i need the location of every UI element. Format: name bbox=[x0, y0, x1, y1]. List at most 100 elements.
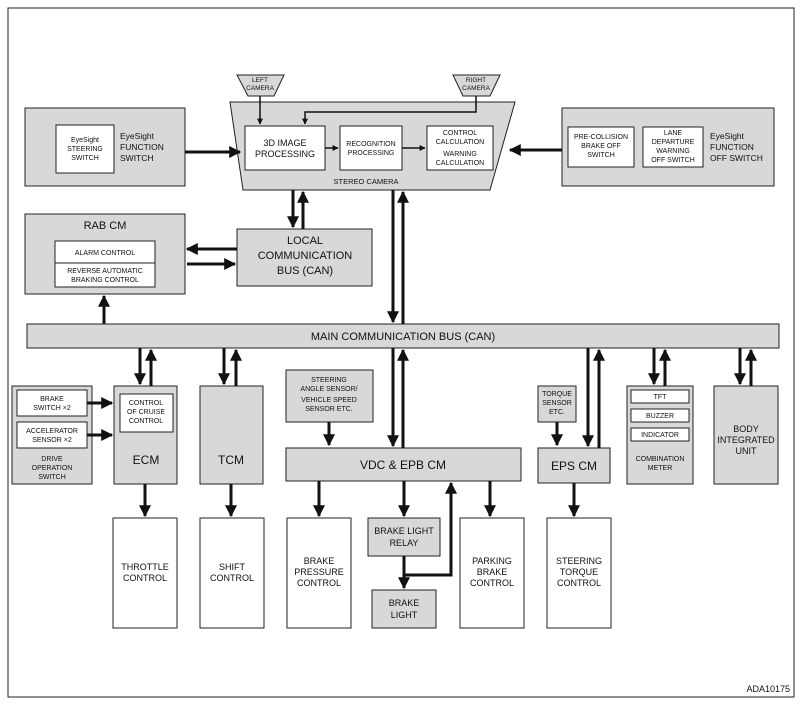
svg-text:RELAY: RELAY bbox=[390, 538, 419, 548]
indicator bbox=[630, 427, 690, 442]
svg-text:CONTROL: CONTROL bbox=[470, 578, 514, 588]
svg-text:INTEGRATED: INTEGRATED bbox=[717, 435, 775, 445]
brake-pressure-control: BRAKE PRESSURE CONTROL bbox=[286, 517, 352, 629]
svg-text:VEHICLE SPEED: VEHICLE SPEED bbox=[301, 397, 357, 404]
parking-brake-control: PARKING BRAKE CONTROL bbox=[459, 517, 525, 629]
3d-image-processing bbox=[244, 125, 326, 171]
svg-text:ACCELERATOR: ACCELERATOR bbox=[26, 428, 78, 435]
right-camera bbox=[452, 74, 501, 97]
svg-text:SWITCH: SWITCH bbox=[38, 474, 66, 481]
svg-text:LANE: LANE bbox=[664, 130, 683, 137]
svg-text:LIGHT: LIGHT bbox=[391, 610, 418, 620]
svg-text:TORQUE: TORQUE bbox=[560, 567, 598, 577]
svg-text:SWITCH: SWITCH bbox=[120, 153, 154, 163]
svg-text:LOCAL: LOCAL bbox=[287, 235, 323, 247]
buzzer bbox=[630, 408, 690, 423]
svg-text:OFF SWITCH: OFF SWITCH bbox=[651, 157, 695, 164]
svg-text:UNIT: UNIT bbox=[736, 446, 757, 456]
combination-meter: TFT BUZZER INDICATOR COMBINATION METER bbox=[626, 385, 694, 485]
svg-text:CONTROL: CONTROL bbox=[557, 578, 601, 588]
svg-text:BUS (CAN): BUS (CAN) bbox=[277, 265, 333, 277]
svg-text:EyeSight: EyeSight bbox=[71, 137, 99, 144]
svg-text:SWITCH: SWITCH bbox=[71, 155, 99, 162]
main-communication-bus: MAIN COMMUNICATION BUS (CAN) bbox=[26, 323, 780, 349]
svg-text:RECOGNITION: RECOGNITION bbox=[346, 141, 395, 148]
svg-text:SENSOR: SENSOR bbox=[542, 400, 572, 407]
svg-text:STEERING: STEERING bbox=[67, 146, 103, 153]
svg-text:PROCESSING: PROCESSING bbox=[255, 149, 315, 159]
lane-departure-warning-off-switch bbox=[642, 126, 704, 168]
svg-text:COMBINATION: COMBINATION bbox=[636, 456, 685, 463]
svg-text:CAMERA: CAMERA bbox=[462, 85, 490, 92]
svg-text:METER: METER bbox=[648, 465, 673, 472]
svg-text:OPERATION: OPERATION bbox=[32, 465, 73, 472]
svg-text:CONTROL: CONTROL bbox=[129, 418, 163, 425]
svg-text:BRAKE OFF: BRAKE OFF bbox=[581, 143, 621, 150]
svg-text:INDICATOR: INDICATOR bbox=[641, 432, 679, 439]
tcm: TCM bbox=[199, 385, 264, 485]
svg-text:BRAKE: BRAKE bbox=[389, 598, 420, 608]
torque-sensor: TORQUE SENSOR ETC. bbox=[537, 385, 577, 423]
svg-text:VDC & EPB CM: VDC & EPB CM bbox=[360, 458, 446, 472]
svg-text:CALCULATION: CALCULATION bbox=[436, 139, 485, 146]
svg-text:SWITCH: SWITCH bbox=[587, 152, 615, 159]
svg-text:FUNCTION: FUNCTION bbox=[120, 142, 164, 152]
svg-text:EPS CM: EPS CM bbox=[551, 459, 597, 473]
svg-text:DRIVE: DRIVE bbox=[41, 456, 63, 463]
svg-text:CAMERA: CAMERA bbox=[246, 85, 274, 92]
svg-text:BRAKE: BRAKE bbox=[477, 567, 508, 577]
svg-text:FUNCTION: FUNCTION bbox=[710, 142, 754, 152]
stereo-camera-title: STEREO CAMERA bbox=[333, 177, 398, 186]
svg-text:EyeSight: EyeSight bbox=[120, 131, 155, 141]
brake-light: BRAKE LIGHT bbox=[371, 589, 437, 629]
svg-text:TORQUE: TORQUE bbox=[542, 391, 572, 398]
shift-control: SHIFT CONTROL bbox=[199, 517, 265, 629]
svg-text:PRE-COLLISION: PRE-COLLISION bbox=[574, 134, 628, 141]
eyesight-function-switch: EyeSight STEERING SWITCH EyeSight FUNCTI… bbox=[24, 107, 186, 187]
steering-torque-control: STEERING TORQUE CONTROL bbox=[546, 517, 612, 629]
svg-text:THROTTLE: THROTTLE bbox=[121, 562, 169, 572]
svg-text:ETC.: ETC. bbox=[549, 409, 565, 416]
svg-text:WARNING: WARNING bbox=[443, 151, 477, 158]
svg-text:DEPARTURE: DEPARTURE bbox=[652, 139, 695, 146]
svg-text:SHIFT: SHIFT bbox=[219, 562, 246, 572]
figure-id: ADA10175 bbox=[746, 684, 790, 694]
brake-switch bbox=[16, 389, 88, 417]
svg-text:COMMUNICATION: COMMUNICATION bbox=[258, 250, 353, 262]
svg-text:TCM: TCM bbox=[218, 453, 244, 467]
svg-text:CALCULATION: CALCULATION bbox=[436, 160, 485, 167]
control-calculation bbox=[426, 125, 494, 171]
svg-text:ANGLE SENSOR/: ANGLE SENSOR/ bbox=[300, 386, 357, 393]
svg-text:LEFT: LEFT bbox=[252, 77, 268, 84]
svg-text:REVERSE AUTOMATIC: REVERSE AUTOMATIC bbox=[67, 268, 143, 275]
svg-text:3D IMAGE: 3D IMAGE bbox=[263, 138, 306, 148]
rab-cm: RAB CM ALARM CONTROL REVERSE AUTOMATIC B… bbox=[24, 213, 186, 295]
alarm-control: ALARM CONTROL bbox=[75, 250, 135, 257]
pre-collision-brake-off-switch bbox=[567, 126, 635, 168]
local-communication-bus: LOCAL COMMUNICATION BUS (CAN) bbox=[236, 228, 373, 287]
eyesight-function-off-switch: PRE-COLLISION BRAKE OFF SWITCH LANE DEPA… bbox=[561, 107, 775, 187]
svg-text:OFF SWITCH: OFF SWITCH bbox=[710, 153, 763, 163]
drive-operation-switch: BRAKE SWITCH ×2 ACCELERATOR SENSOR ×2 DR… bbox=[11, 385, 93, 485]
svg-text:STEERING: STEERING bbox=[311, 377, 347, 384]
throttle-control: THROTTLE CONTROL bbox=[112, 517, 178, 629]
eps-cm: EPS CM bbox=[537, 447, 611, 484]
svg-text:BRAKING CONTROL: BRAKING CONTROL bbox=[71, 277, 139, 284]
svg-text:BRAKE LIGHT: BRAKE LIGHT bbox=[374, 526, 434, 536]
svg-text:RAB CM: RAB CM bbox=[84, 220, 127, 232]
eyesight-steering-switch bbox=[55, 124, 115, 174]
vdc-epb-cm: VDC & EPB CM bbox=[285, 447, 522, 482]
ecm: CONTROL OF CRUISE CONTROL ECM bbox=[113, 385, 178, 485]
svg-text:CONTROL: CONTROL bbox=[210, 573, 254, 583]
svg-text:PARKING: PARKING bbox=[472, 556, 512, 566]
svg-text:RIGHT: RIGHT bbox=[466, 77, 486, 84]
svg-text:SENSOR ETC.: SENSOR ETC. bbox=[305, 406, 353, 413]
svg-text:WARNING: WARNING bbox=[656, 148, 690, 155]
svg-text:TFT: TFT bbox=[654, 394, 668, 401]
svg-text:CONTROL: CONTROL bbox=[443, 130, 477, 137]
svg-text:BUZZER: BUZZER bbox=[646, 413, 674, 420]
svg-text:BRAKE: BRAKE bbox=[304, 556, 335, 566]
svg-text:PRESSURE: PRESSURE bbox=[294, 567, 344, 577]
